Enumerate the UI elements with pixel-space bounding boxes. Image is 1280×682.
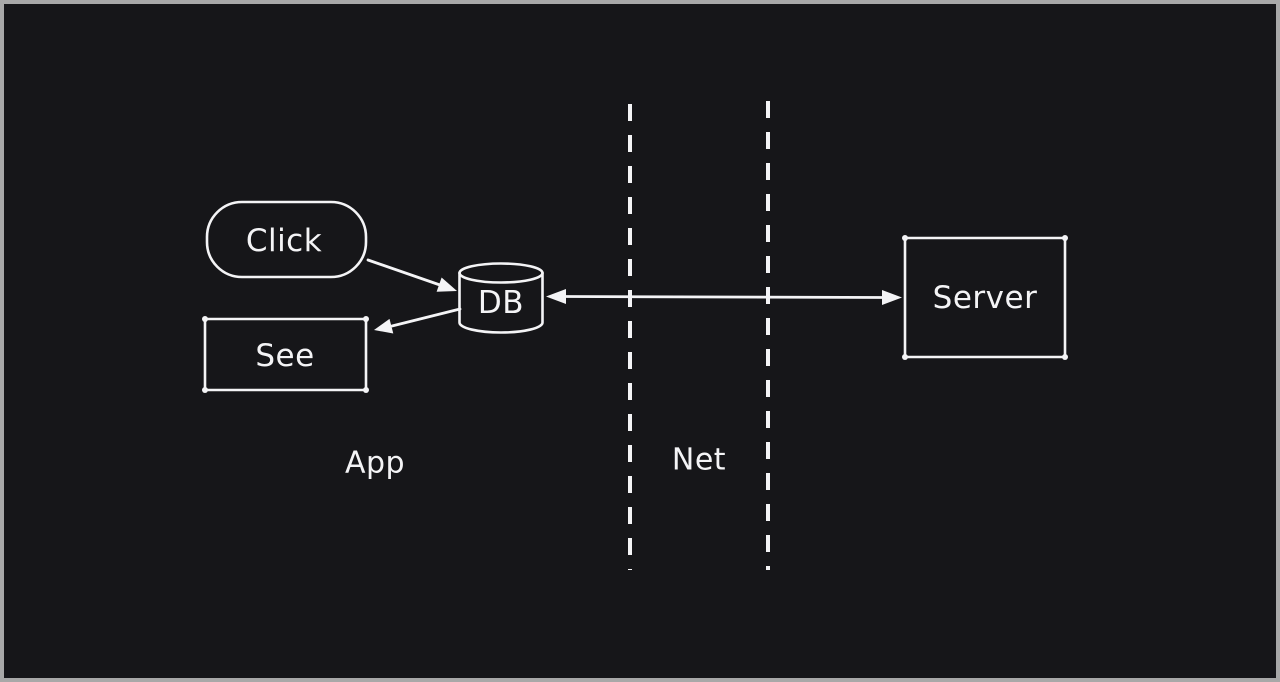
- node-db[interactable]: DB: [458, 262, 544, 334]
- app-zone-label[interactable]: App: [345, 446, 405, 481]
- see-rect-shape[interactable]: [203, 317, 368, 392]
- arrowhead-icon: [374, 318, 394, 334]
- net-zone-label[interactable]: Net: [672, 443, 726, 478]
- edge-db-to-see-arrow[interactable]: [374, 307, 462, 334]
- node-see[interactable]: See: [202, 316, 369, 393]
- corner-dot: [1062, 354, 1068, 360]
- click-node-label: Click: [246, 223, 322, 259]
- db-server-arrow-line[interactable]: [562, 295, 886, 299]
- db-cylinder-top[interactable]: [458, 262, 544, 284]
- edge-click-to-db-arrow[interactable]: [366, 258, 457, 292]
- server-node-label: Server: [933, 280, 1038, 316]
- arrowhead-left-icon: [546, 289, 566, 304]
- node-server[interactable]: Server: [902, 235, 1068, 360]
- corner-dot: [363, 316, 369, 322]
- corner-dot: [1062, 235, 1068, 241]
- click-db-arrow-line[interactable]: [366, 258, 442, 287]
- corner-dot: [202, 316, 208, 322]
- see-node-label: See: [255, 338, 314, 374]
- db-cylinder-body[interactable]: [458, 271, 544, 334]
- click-pill-shape[interactable]: [205, 200, 368, 279]
- corner-dot: [902, 354, 908, 360]
- arrowhead-right-icon: [882, 290, 902, 305]
- server-rect-shape[interactable]: [903, 236, 1067, 359]
- db-see-arrow-line[interactable]: [390, 307, 462, 328]
- corner-dot: [363, 387, 369, 393]
- arrowhead-icon: [436, 277, 457, 292]
- diagram-canvas[interactable]: Click DB See App: [4, 4, 1276, 678]
- db-node-label: DB: [478, 285, 524, 321]
- node-click[interactable]: Click: [205, 200, 368, 279]
- corner-dot: [902, 235, 908, 241]
- corner-dot: [202, 387, 208, 393]
- edge-db-server-double-arrow[interactable]: [546, 289, 902, 305]
